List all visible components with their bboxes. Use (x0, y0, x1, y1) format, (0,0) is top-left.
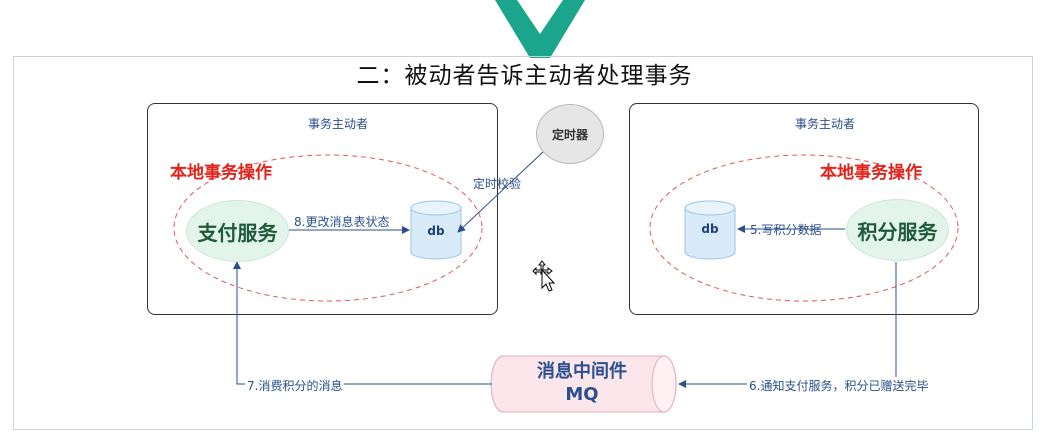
right-local-tx-label: 本地事务操作 (820, 163, 922, 183)
timer-node: 定时器 (536, 104, 604, 164)
mq-node: 消息中间件 MQ (502, 360, 662, 406)
edge-notify-arrow (678, 262, 897, 388)
right-participant-box (629, 103, 979, 315)
edge-update-label: 8.更改消息表状态 (294, 215, 390, 229)
mq-cylinder (490, 355, 677, 413)
diagram-frame (13, 56, 1033, 430)
edge-notify-label: 6.通知支付服务，积分已赠送完毕 (747, 377, 931, 394)
edge-timer-label: 定时校验 (473, 177, 522, 191)
move-cursor-icon (532, 260, 556, 292)
mq-label-line2: MQ (565, 384, 599, 405)
left-local-tx-boundary (173, 154, 483, 302)
mq-label-line1: 消息中间件 (537, 361, 627, 382)
edge-consume-label: 7.消费积分的消息 (245, 377, 345, 394)
points-service-node: 积分服务 (846, 199, 949, 261)
points-service-label: 积分服务 (857, 219, 938, 244)
right-local-tx-boundary (649, 154, 959, 302)
right-participant-label: 事务主动者 (795, 117, 856, 131)
diagram-title: 二：被动者告诉主动者处理事务 (356, 63, 693, 89)
right-db-cylinder (684, 200, 736, 260)
left-participant-label: 事务主动者 (308, 117, 369, 131)
left-local-tx-label: 本地事务操作 (170, 163, 272, 183)
edge-timer-arrow (457, 151, 544, 233)
right-db-label: db (701, 222, 719, 236)
left-db-label: db (427, 224, 445, 238)
payment-service-label: 支付服务 (197, 220, 278, 245)
chevron-logo-icon (495, 0, 585, 58)
edge-consume-arrow (233, 261, 492, 385)
payment-service-node: 支付服务 (186, 200, 289, 262)
left-db-cylinder (410, 200, 462, 260)
timer-label: 定时器 (551, 127, 588, 142)
edge-write-label: 5.写积分数据 (750, 223, 822, 237)
left-participant-box (147, 103, 498, 315)
